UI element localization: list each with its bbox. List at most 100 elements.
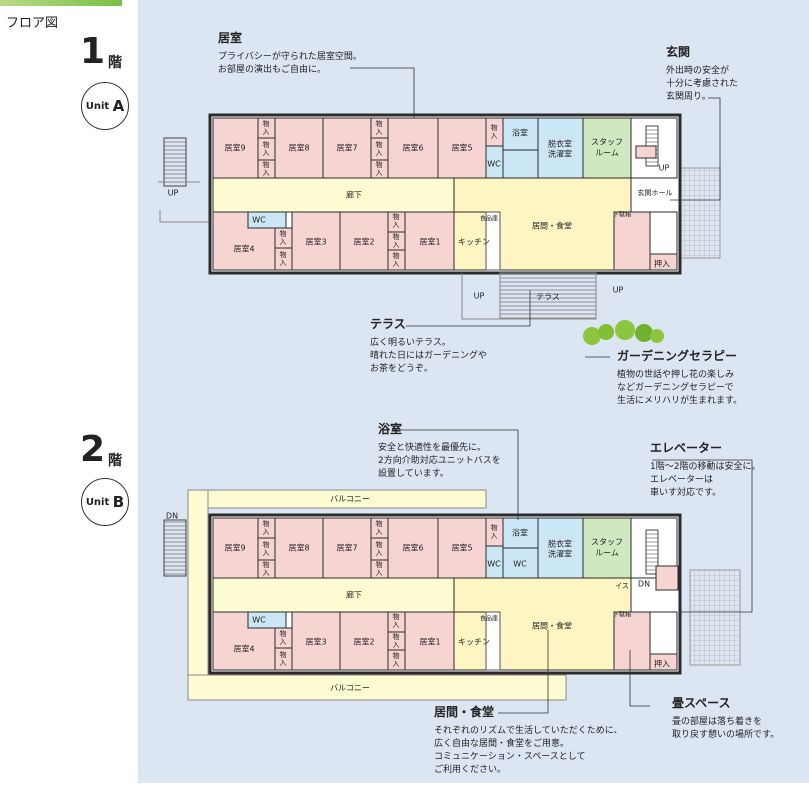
floor1-stairs — [163, 137, 187, 187]
storage-label: 物入 — [279, 230, 287, 246]
annotation-line: お部屋の演出もご自由に。 — [218, 65, 327, 75]
floor2-kai: 階 — [108, 453, 122, 469]
storage-label: 物入 — [490, 524, 498, 540]
floor1-kai: 階 — [108, 55, 122, 71]
kitchen-label: キッチン — [458, 637, 490, 647]
floor1-number: 1 — [80, 31, 106, 72]
room-label: 居室1 — [419, 237, 441, 247]
storage-label: 物入 — [490, 124, 498, 140]
storage-label: 物入 — [279, 651, 287, 667]
corridor-label: 廊下 — [346, 590, 362, 600]
staff-label: スタッフ — [591, 137, 623, 147]
shoe-label: 下駄箱 — [612, 611, 632, 619]
terrace-label: テラス — [536, 292, 560, 302]
annotation-line: 車いす対応です。 — [650, 488, 722, 498]
corridor-label: 廊下 — [346, 190, 362, 200]
room-label: 居室1 — [419, 637, 441, 647]
storage-label: 物入 — [375, 141, 383, 157]
storage-label: 物入 — [262, 161, 270, 177]
wc-label: WC — [513, 559, 527, 569]
storage-label: 物入 — [262, 541, 270, 557]
balcony-label: バルコニー — [330, 494, 370, 504]
room-label: 居室2 — [353, 237, 375, 247]
storage-label: 物入 — [392, 252, 400, 268]
annotation-line: 外出時の安全が — [666, 66, 730, 76]
annotation-line: 安全と快適性を最優先に。 — [378, 443, 487, 453]
leader-lines — [350, 67, 753, 714]
shoe-label: 下駄箱 — [612, 211, 632, 219]
storage-label: 物入 — [392, 613, 400, 629]
room-label: 居室2 — [353, 637, 375, 647]
room-label: 居室5 — [451, 143, 473, 153]
room-label: 居室7 — [336, 543, 358, 553]
annotation-line: 十分に考慮された — [666, 79, 739, 89]
storage-label: 物入 — [279, 251, 287, 267]
annotation-line: ご利用ください。 — [434, 765, 507, 775]
annotation-tatami: 畳スペース 畳の部屋は落ち着きを 取り戻す憩いの場所です。 — [672, 697, 779, 742]
wc-label: WC — [252, 215, 266, 225]
annotation-title: テラス — [370, 317, 406, 331]
wc-label: WC — [487, 559, 501, 569]
up-label: UP — [612, 285, 624, 295]
storage-label: 物入 — [375, 120, 383, 136]
room-label: 居室4 — [233, 644, 255, 654]
dn-label: DN — [165, 511, 179, 521]
room-label: 居室6 — [402, 543, 424, 553]
balcony-label: バルコニー — [330, 683, 370, 693]
hall-label: 玄関ホール — [637, 189, 673, 197]
annotation-terrace: テラス 広く明るいテラス。 晴れた日にはガーデニングや お茶をどうぞ。 — [370, 318, 487, 376]
storage-label: 物入 — [279, 630, 287, 646]
push-label: 押入 — [654, 659, 670, 669]
floor2-stairs — [163, 519, 187, 577]
room-label: 居室3 — [305, 637, 327, 647]
staff-label: ルーム — [595, 548, 619, 558]
room-label: 居室8 — [288, 143, 310, 153]
living-label: 居間・食堂 — [532, 221, 572, 231]
annotation-title: 居間・食堂 — [434, 705, 495, 719]
storage-label: 物入 — [392, 213, 400, 229]
storage-label: 物入 — [375, 161, 383, 177]
push-label: 押入 — [654, 259, 670, 269]
annotation-line: 晴れた日にはガーデニングや — [370, 351, 488, 361]
annotation-line: 1階～2階の移動は安全に。 — [650, 462, 761, 472]
annotation-title: 浴室 — [378, 422, 403, 436]
storage-label: 物入 — [392, 652, 400, 668]
annotation-line: コミュニケーション・スペースとして — [434, 752, 586, 762]
annotation-living: 居間・食堂 それぞれのリズムで生活していただくために、 広く自由な居間・食堂をご… — [434, 706, 622, 777]
storage-label: 物入 — [392, 633, 400, 649]
floor1-plan — [158, 113, 721, 345]
room-label: 居室5 — [451, 543, 473, 553]
annotation-title: 玄関 — [666, 45, 691, 59]
annotation-line: 取り戻す憩いの場所です。 — [672, 730, 780, 740]
storage-label: 物入 — [392, 233, 400, 249]
storage-label: 物入 — [262, 561, 270, 577]
laundry-label: 洗濯室 — [548, 549, 572, 559]
annotation-line: などガーデニングセラピーで — [617, 383, 734, 393]
annotation-genkan: 玄関 外出時の安全が 十分に考慮された 玄関周り。 — [666, 46, 738, 104]
pantry-label: 食品庫 — [479, 215, 499, 223]
annotation-line: エレベーターは — [650, 475, 714, 485]
wc-label: WC — [487, 159, 501, 169]
annotation-line: 2方向介助対応ユニットバスを — [378, 456, 501, 466]
room-label: 居室9 — [224, 543, 246, 553]
storage-label: 物入 — [262, 520, 270, 536]
annotation-line: 設置しています。 — [378, 469, 449, 479]
up-label: UP — [167, 188, 179, 198]
page-title: フロア図 — [6, 16, 59, 31]
annotation-elevator: エレベーター 1階～2階の移動は安全に。 エレベーターは 車いす対応です。 — [650, 442, 760, 500]
header-accent-bar — [0, 0, 122, 6]
dn-label: DN — [637, 579, 651, 589]
laundry-label: 洗濯室 — [548, 149, 572, 159]
unit-label: Unit — [85, 496, 110, 508]
storage-label: 物入 — [375, 541, 383, 557]
pantry-label: 食品庫 — [479, 615, 499, 623]
unit-b-badge: Unit B — [81, 478, 129, 526]
annotation-line: プライバシーが守られた居室空間。 — [218, 52, 362, 62]
dressing-label: 脱衣室 — [548, 139, 572, 149]
annotation-line: 広く明るいテラス。 — [370, 338, 451, 348]
annotation-gardening: ガーデニングセラピー 植物の世話や押し花の楽しみ などガーデニングセラピーで 生… — [617, 350, 742, 408]
staff-label: スタッフ — [591, 537, 623, 547]
kitchen-label: キッチン — [458, 237, 490, 247]
annotation-line: それぞれのリズムで生活していただくために、 — [434, 726, 623, 736]
